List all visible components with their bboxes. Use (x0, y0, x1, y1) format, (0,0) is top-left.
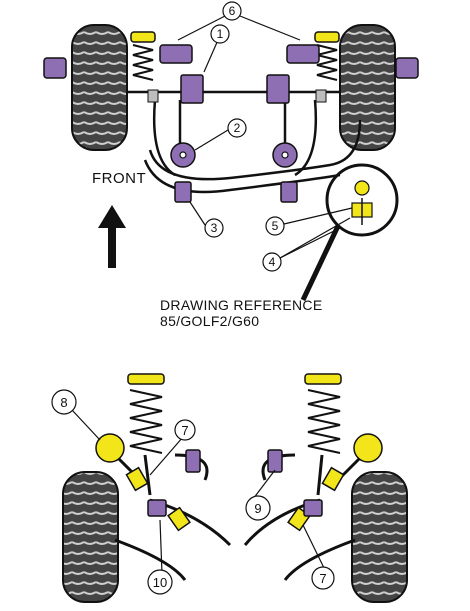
spring-left-top (132, 44, 154, 81)
tyre-left-top (71, 24, 128, 151)
bush-6-left (159, 44, 193, 64)
tyre-right-bottom (351, 471, 408, 603)
callout-9-text: 9 (254, 501, 261, 516)
bush-7-purple-left (185, 449, 201, 473)
callout-7-bottom-text: 7 (319, 571, 326, 586)
drawing-reference-line2: 85/GOLF2/G60 (160, 313, 260, 329)
callout-8-text: 8 (60, 395, 67, 410)
top-mount-yellow-right (304, 373, 342, 385)
callout-10-text: 10 (153, 575, 167, 590)
callout-6-text: 6 (229, 4, 236, 18)
magnifier (300, 163, 399, 302)
bush-yellow-arm-left (167, 506, 191, 532)
bush-outer-right (395, 57, 419, 79)
callout-5-text: 5 (272, 219, 279, 233)
drawing-reference-line1: DRAWING REFERENCE (160, 297, 323, 313)
bush-yellow-right (353, 433, 383, 463)
bush-purple-lower-right (303, 499, 323, 517)
callout-7-top (174, 419, 196, 441)
axle-beam (127, 90, 362, 194)
callout-8 (51, 389, 77, 415)
callout-1 (210, 24, 230, 44)
top-mount-yellow-left (127, 373, 165, 385)
bush-1-left (180, 74, 204, 104)
spring-seat-yellow-left (130, 31, 156, 43)
callout-9 (245, 495, 271, 521)
bush-1-right (266, 74, 290, 104)
bush-3-right (280, 181, 298, 203)
bush-outer-left (43, 57, 67, 79)
callout-3-text: 3 (211, 221, 218, 235)
callout-6 (222, 1, 242, 21)
bush-yellow-link-left (125, 466, 149, 492)
callout-7-top-text: 7 (181, 423, 188, 438)
callout-1-text: 1 (217, 27, 224, 41)
callout-4-text: 4 (269, 255, 276, 269)
tyre-right-top (339, 24, 396, 151)
spring-right-bottom (307, 389, 341, 454)
bush-9-purple-right (267, 449, 283, 473)
callout-4 (262, 252, 282, 272)
callout-2-text: 2 (234, 121, 241, 135)
front-label: FRONT (92, 170, 147, 187)
spring-left-bottom (129, 389, 163, 454)
drawing-reference: DRAWING REFERENCE 85/GOLF2/G60 (160, 297, 322, 329)
mount-grey-left (147, 89, 159, 103)
bush-yellow-link-right (321, 466, 345, 492)
spring-seat-yellow-right (314, 31, 340, 43)
callout-2 (227, 118, 247, 138)
bush-6-right (286, 44, 320, 64)
bush-3-left (174, 181, 192, 203)
spring-right-top (316, 44, 338, 81)
callout-7-bottom (311, 566, 335, 590)
callout-3 (204, 218, 224, 238)
tyre-left-bottom (62, 471, 119, 603)
callout-10 (147, 569, 173, 595)
callout-5 (265, 216, 285, 236)
bush-10-purple-left (147, 499, 167, 517)
bush-8-yellow-left (95, 433, 125, 463)
mount-grey-right (315, 89, 327, 103)
front-arrow-icon (98, 205, 126, 268)
